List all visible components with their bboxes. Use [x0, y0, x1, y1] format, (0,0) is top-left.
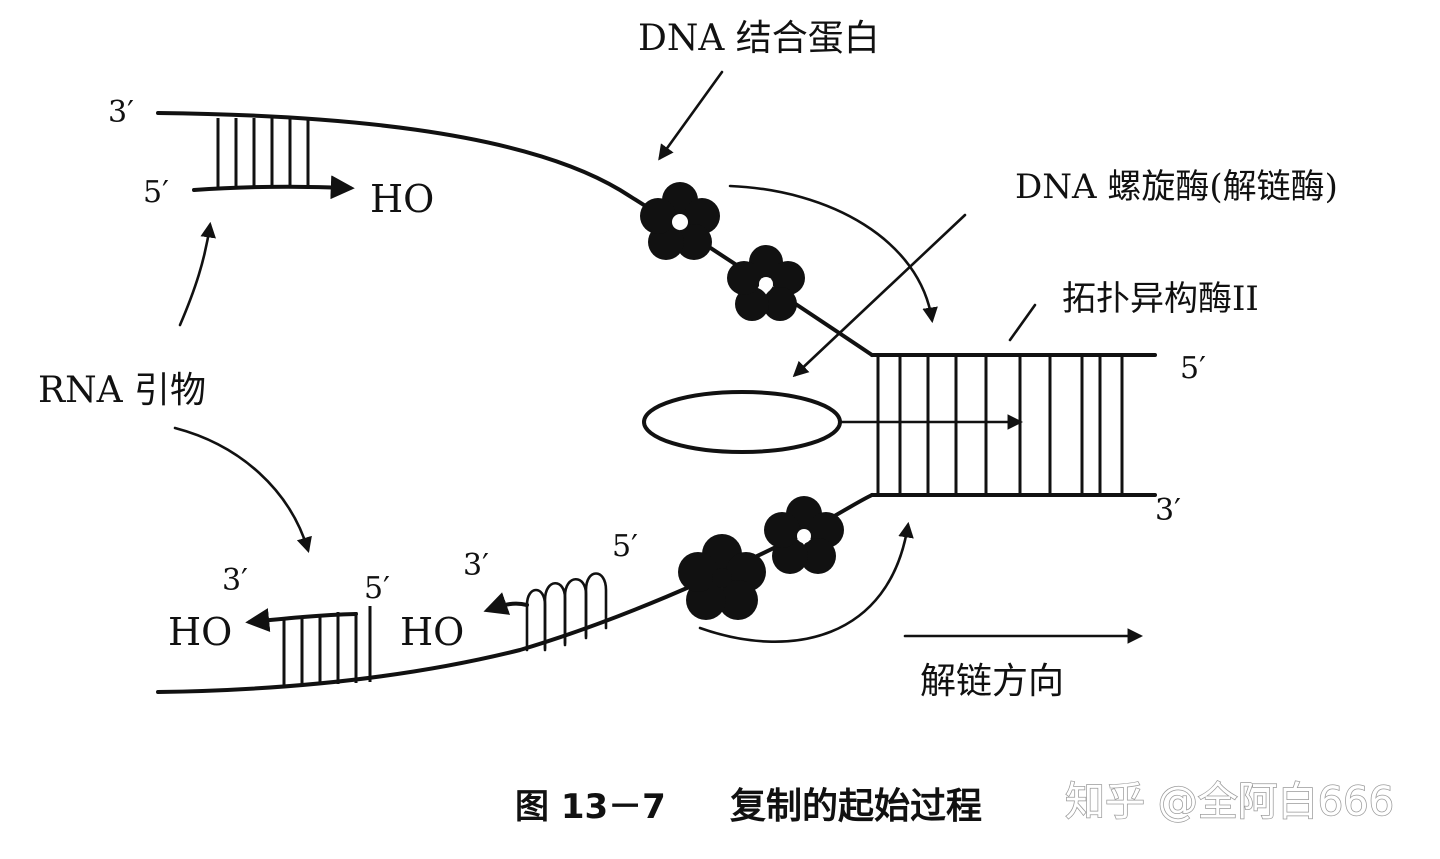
label-topoisomerase: 拓扑异构酶II [1062, 279, 1259, 319]
arrow-to-top-primer [178, 221, 216, 327]
end-5-bottom-fork: 5′ [612, 529, 638, 564]
end-5-right-top: 5′ [1180, 351, 1206, 386]
figure-number: 图 13－7 [515, 787, 666, 827]
arrow-to-bottom-primer [173, 426, 312, 553]
ssb-protein-bottom-2 [678, 534, 766, 620]
end-3-bottom-primer2: 3′ [463, 548, 489, 583]
label-helicase: DNA 螺旋酶(解链酶) [1015, 167, 1338, 207]
arrow-curved-top [728, 184, 938, 324]
label-unwinding-direction: 解链方向 [920, 661, 1064, 702]
end-3-right-bottom: 3′ [1155, 493, 1181, 528]
end-5-top-primer: 5′ [143, 175, 169, 210]
parental-dna-duplex [870, 353, 1157, 497]
helicase-shape [642, 390, 842, 454]
arrow-to-ssb [658, 70, 724, 161]
ssb-protein-top-1 [640, 182, 720, 260]
ssb-protein-bottom-1 [764, 496, 844, 574]
ho-bottom-mid: HO [400, 610, 464, 654]
label-dna-binding-protein: DNA 结合蛋白 [638, 18, 880, 59]
ssb-protein-top-2 [727, 245, 805, 321]
top-template-strand [156, 111, 874, 357]
end-5-bottom-mid: 5′ [364, 571, 390, 606]
bottom-okazaki-primer-mid [483, 572, 608, 652]
arrow-to-topoisomerase [1008, 303, 1037, 342]
figure-title: 复制的起始过程 [730, 786, 982, 827]
top-rna-primer [192, 118, 355, 200]
end-3-top-left: 3′ [108, 95, 134, 130]
bottom-okazaki-primer-left [245, 606, 372, 686]
arrow-curved-bottom [698, 521, 914, 644]
ho-bottom-left: HO [168, 610, 232, 654]
ho-top: HO [370, 177, 434, 221]
end-3-bottom-left: 3′ [222, 563, 248, 598]
watermark: 知乎 @全阿白666 [1065, 779, 1394, 825]
arrow-to-helicase [792, 213, 967, 378]
label-rna-primer: RNA 引物 [38, 370, 206, 411]
